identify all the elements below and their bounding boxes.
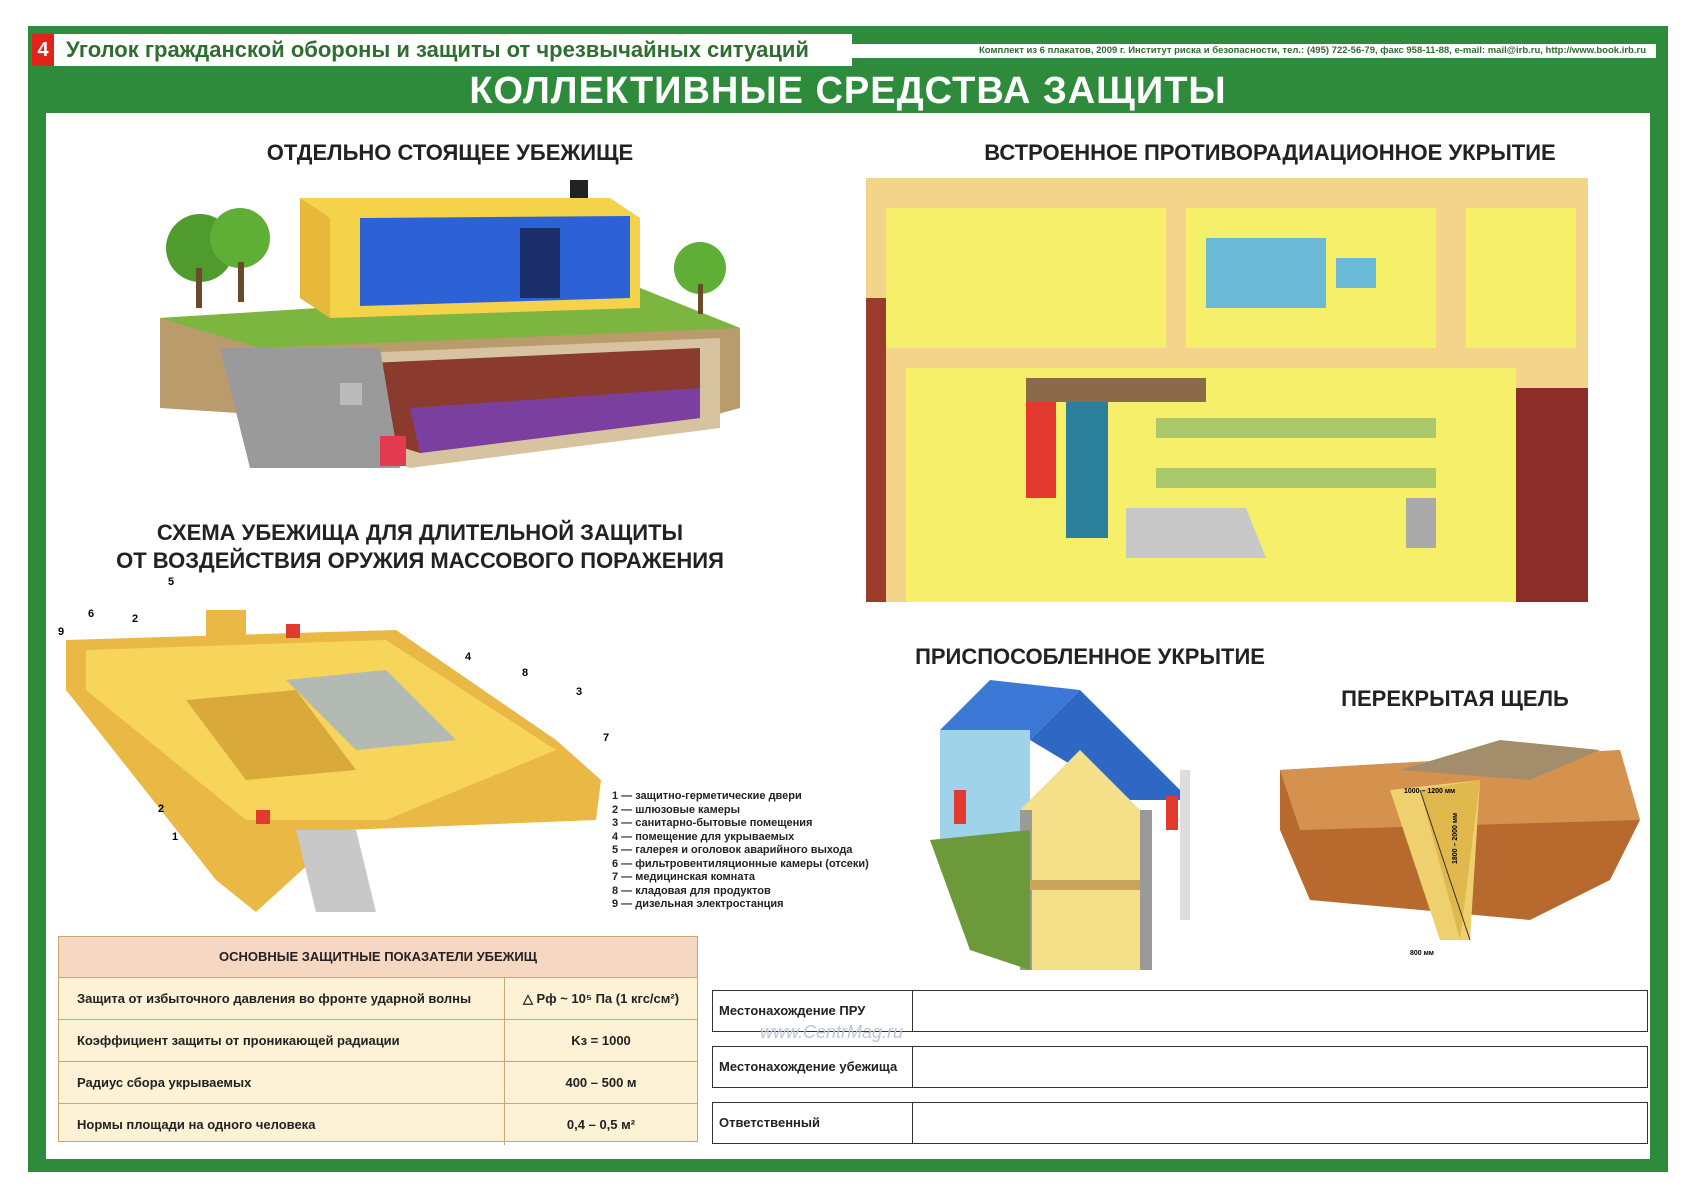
- form-label: Местонахождение ПРУ: [713, 991, 913, 1031]
- publisher-info: Комплект из 6 плакатов, 2009 г. Институт…: [979, 45, 1646, 56]
- location-form: Местонахождение ПРУ Местонахождение убеж…: [712, 990, 1648, 1158]
- form-row-responsible[interactable]: Ответственный: [712, 1102, 1648, 1144]
- callout-6: 6: [88, 608, 95, 620]
- standalone-shelter-illustration: [160, 180, 740, 468]
- watermark: www.CentrMag.ru: [760, 1022, 904, 1042]
- heading-covered-slit: ПЕРЕКРЫТАЯ ЩЕЛЬ: [1341, 686, 1569, 711]
- covered-slit-illustration: [1280, 740, 1640, 941]
- legend-item: 4 — помещение для укрываемых: [612, 830, 795, 843]
- protection-indicators-table: ОСНОВНЫЕ ЗАЩИТНЫЕ ПОКАЗАТЕЛИ УБЕЖИЩ Защи…: [58, 936, 698, 1145]
- publisher-bar: [846, 44, 1656, 58]
- form-row-pru[interactable]: Местонахождение ПРУ: [712, 990, 1648, 1032]
- legend-item: 1 — защитно-герметические двери: [612, 790, 802, 802]
- callout-7: 7: [603, 732, 610, 744]
- page-title: КОЛЛЕКТИВНЫЕ СРЕДСТВА ЗАЩИТЫ: [469, 70, 1227, 112]
- form-label: Местонахождение убежища: [713, 1047, 913, 1087]
- callout-2b: 2: [158, 803, 165, 815]
- legend-item: 3 — санитарно-бытовые помещения: [612, 817, 813, 829]
- legend-item: 6 — фильтровентиляционные камеры (отсеки…: [612, 857, 869, 870]
- row-label: Нормы площади на одного человека: [59, 1104, 505, 1145]
- row-label: Коэффициент защиты от проникающей радиац…: [59, 1020, 505, 1061]
- series-title: Уголок гражданской обороны и защиты от ч…: [32, 34, 852, 66]
- callout-2a: 2: [132, 613, 139, 625]
- poster-number: 4: [32, 34, 54, 66]
- built-in-shelter-illustration: [866, 178, 1588, 602]
- scheme-legend: 1 — защитно-герметические двери 2 — шлюз…: [612, 790, 869, 912]
- table-row: Защита от избыточного давления во фронте…: [59, 978, 697, 1020]
- row-value: 400 – 500 м: [565, 1075, 637, 1090]
- row-value: △ Pф ~ 10⁵ Па (1 кгс/см²): [522, 991, 680, 1006]
- heading-scheme-line1: СХЕМА УБЕЖИЩА ДЛЯ ДЛИТЕЛЬНОЙ ЗАЩИТЫ: [156, 520, 684, 545]
- table-title: ОСНОВНЫЕ ЗАЩИТНЫЕ ПОКАЗАТЕЛИ УБЕЖИЩ: [59, 937, 697, 978]
- legend-item: 2 — шлюзовые камеры: [612, 803, 741, 816]
- form-label: Ответственный: [713, 1103, 913, 1143]
- adapted-shelter-illustration: [930, 680, 1190, 970]
- table-row: Радиус сбора укрываемых 400 – 500 м: [59, 1062, 697, 1104]
- legend-item: 9 — дизельная электростанция: [612, 898, 784, 910]
- table-row: Коэффициент защиты от проникающей радиац…: [59, 1020, 697, 1062]
- row-label: Защита от избыточного давления во фронте…: [59, 978, 505, 1019]
- slit-dim-width: 1000 – 1200 мм: [1404, 788, 1456, 795]
- callout-9: 9: [58, 626, 65, 638]
- row-label: Радиус сбора укрываемых: [59, 1062, 505, 1103]
- legend-item: 5 — галерея и оголовок аварийного выхода: [612, 844, 853, 856]
- row-value: 0,4 – 0,5 м²: [566, 1117, 636, 1132]
- slit-dim-bottom: 800 мм: [1410, 950, 1434, 957]
- callout-5: 5: [168, 576, 175, 588]
- heading-adapted-shelter: ПРИСПОСОБЛЕННОЕ УКРЫТИЕ: [915, 644, 1265, 669]
- shelter-scheme-illustration: [66, 610, 601, 912]
- form-row-shelter[interactable]: Местонахождение убежища: [712, 1046, 1648, 1088]
- heading-built-in-shelter: ВСТРОЕННОЕ ПРОТИВОРАДИАЦИОННОЕ УКРЫТИЕ: [984, 140, 1556, 165]
- table-row: Нормы площади на одного человека 0,4 – 0…: [59, 1104, 697, 1145]
- heading-standalone-shelter: ОТДЕЛЬНО СТОЯЩЕЕ УБЕЖИЩЕ: [266, 140, 634, 165]
- callout-8: 8: [522, 667, 529, 679]
- legend-item: 7 — медицинская комната: [612, 871, 755, 883]
- legend-item: 8 — кладовая для продуктов: [612, 884, 771, 897]
- row-value: Kз = 1000: [571, 1033, 631, 1048]
- heading-scheme-line2: ОТ ВОЗДЕЙСТВИЯ ОРУЖИЯ МАССОВОГО ПОРАЖЕНИ…: [116, 548, 724, 573]
- callout-3: 3: [576, 686, 583, 698]
- callout-1: 1: [172, 831, 179, 843]
- slit-dim-depth: 1800 – 2000 мм: [1452, 812, 1459, 864]
- callout-4: 4: [465, 651, 472, 663]
